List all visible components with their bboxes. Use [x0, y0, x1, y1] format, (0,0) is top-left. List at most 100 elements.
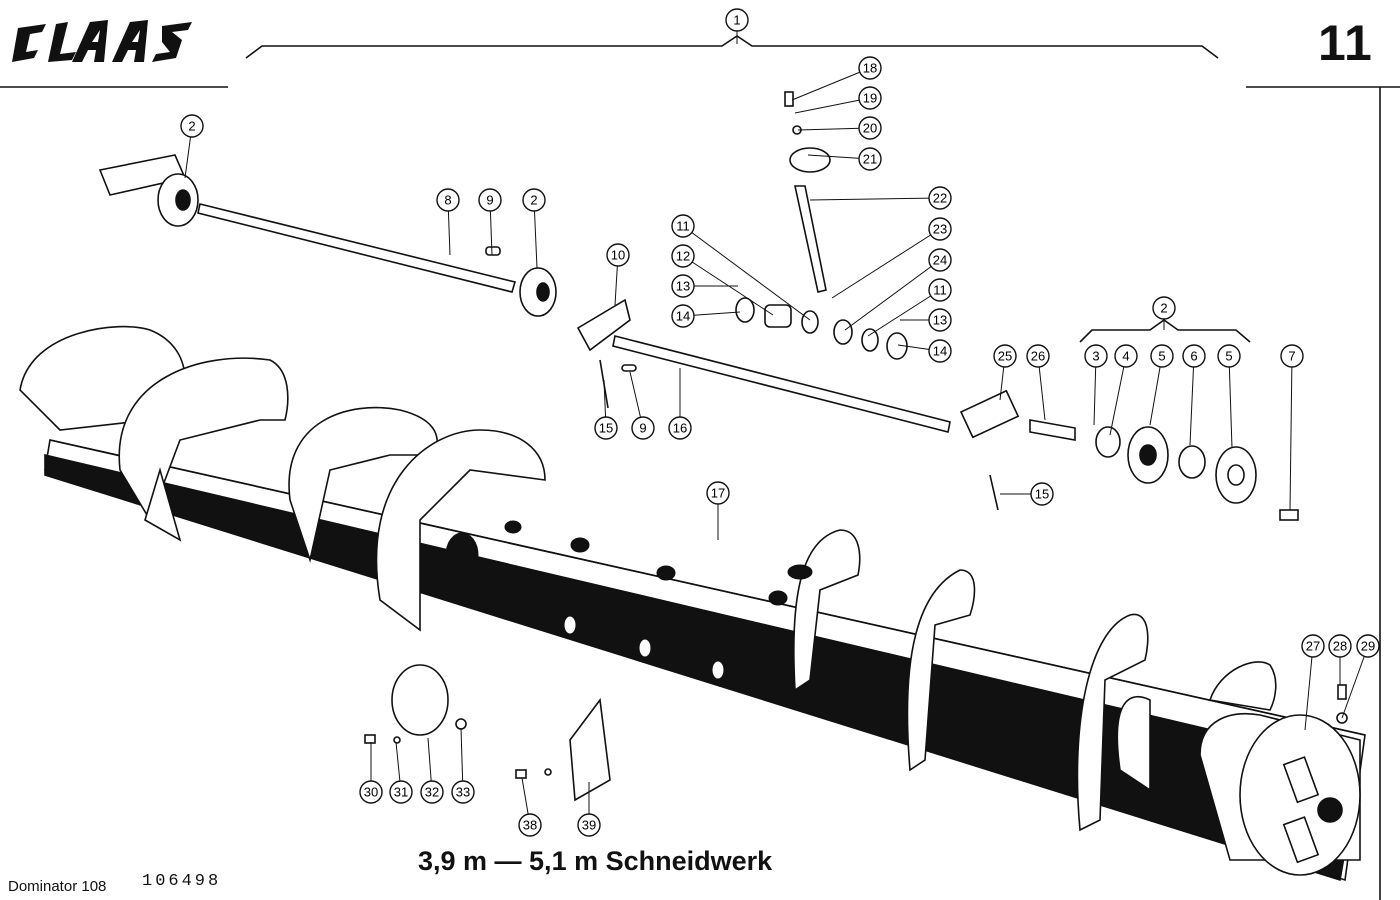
callout-balloon [180, 114, 204, 138]
callout-label: 19 [863, 91, 877, 106]
callout-c13b: 13 [900, 308, 952, 332]
callout-balloon [858, 116, 882, 140]
callout-balloon [706, 481, 730, 505]
callout-c8: 8 [436, 188, 460, 256]
callout-label: 27 [1306, 639, 1320, 654]
callout-label: 6 [1190, 349, 1197, 364]
callout-balloon [1114, 344, 1138, 368]
callout-label: 13 [676, 279, 690, 294]
callout-balloon [1150, 344, 1174, 368]
callout-label: 2 [1160, 301, 1167, 316]
callout-c1: 1 [725, 8, 749, 44]
callout-leader [1304, 645, 1314, 731]
callout-balloon [451, 780, 475, 804]
callout-label: 25 [998, 349, 1012, 364]
callout-balloon [928, 248, 952, 272]
right-bearing-assembly [1095, 426, 1299, 521]
callout-label: 32 [425, 785, 439, 800]
callout-balloon [671, 274, 695, 298]
callout-balloon [928, 308, 952, 332]
callout-balloon [671, 244, 695, 268]
callout-c4: 4 [1109, 344, 1138, 436]
callout-c2a: 2 [180, 114, 204, 179]
callout-c11a: 11 [671, 214, 811, 321]
callout-c26: 26 [1026, 344, 1050, 421]
page-number: 11 [1318, 15, 1373, 71]
callout-balloon [993, 344, 1017, 368]
callout-c23: 23 [831, 217, 952, 299]
callout-leader [791, 67, 871, 101]
diagram-caption: 3,9 m — 5,1 m Schneidwerk [418, 846, 773, 876]
callout-label: 5 [1225, 349, 1232, 364]
callout-c11b: 11 [867, 278, 952, 337]
callout-balloon [1182, 344, 1206, 368]
lower-shaft [576, 298, 1076, 511]
callout-label: 8 [444, 193, 451, 208]
callout-label: 12 [676, 249, 690, 264]
callout-label: 18 [863, 61, 877, 76]
callout-balloon [858, 56, 882, 80]
callout-label: 13 [933, 313, 947, 328]
callout-label: 1 [733, 13, 740, 28]
callout-balloon [671, 214, 695, 238]
callout-balloon [671, 304, 695, 328]
callout-balloon [478, 188, 502, 212]
end-drum [1199, 713, 1361, 876]
callout-balloon [631, 416, 655, 440]
callout-c21: 21 [807, 147, 882, 171]
callout-label: 39 [582, 818, 596, 833]
callout-c17: 17 [706, 481, 730, 540]
callout-c10: 10 [606, 243, 630, 306]
callout-c9a: 9 [478, 188, 502, 256]
callout-label: 38 [523, 818, 537, 833]
callout-label: 26 [1031, 349, 1045, 364]
tube-holes [445, 520, 813, 680]
callout-c33: 33 [451, 727, 475, 804]
callout-label: 7 [1288, 349, 1295, 364]
callout-leader [794, 97, 871, 114]
callout-label: 14 [933, 344, 947, 359]
callout-label: 30 [364, 785, 378, 800]
callout-balloon [928, 217, 952, 241]
callout-balloon [577, 813, 601, 837]
callout-c39: 39 [577, 782, 601, 837]
callout-leader [682, 225, 811, 321]
callout-c22: 22 [809, 186, 952, 210]
callout-label: 5 [1158, 349, 1165, 364]
callout-label: 33 [456, 785, 470, 800]
callout-balloon [420, 780, 444, 804]
callout-label: 21 [863, 152, 877, 167]
callout-label: 15 [1035, 487, 1049, 502]
callout-label: 10 [611, 248, 625, 263]
callout-leader [809, 197, 941, 201]
upper-shaft [98, 154, 557, 317]
callout-leader [1109, 355, 1127, 436]
callout-c18: 18 [791, 56, 882, 101]
callout-balloon [1356, 634, 1380, 658]
callout-c32: 32 [420, 737, 444, 804]
auger-tube [44, 439, 1366, 882]
callout-balloon [1030, 482, 1054, 506]
callout-label: 23 [933, 222, 947, 237]
claas-logo [12, 20, 192, 62]
callout-c25: 25 [993, 344, 1017, 401]
callout-label: 11 [676, 219, 690, 234]
callout-c3: 3 [1084, 344, 1108, 426]
callout-c13a: 13 [671, 274, 738, 298]
auger-flights [19, 325, 1277, 832]
callout-label: 9 [639, 421, 646, 436]
callout-c27: 27 [1301, 634, 1325, 731]
callout-balloon [1026, 344, 1050, 368]
callout-balloon [725, 8, 749, 32]
callout-balloon [359, 780, 383, 804]
callout-leader [1289, 355, 1293, 511]
callout-label: 16 [673, 421, 687, 436]
callout-c9b: 9 [629, 371, 655, 440]
bearing-components [735, 91, 908, 360]
callout-balloon [522, 188, 546, 212]
callout-c2b: 2 [522, 188, 546, 269]
callout-leader [867, 289, 941, 337]
callout-c5b: 5 [1217, 344, 1241, 449]
